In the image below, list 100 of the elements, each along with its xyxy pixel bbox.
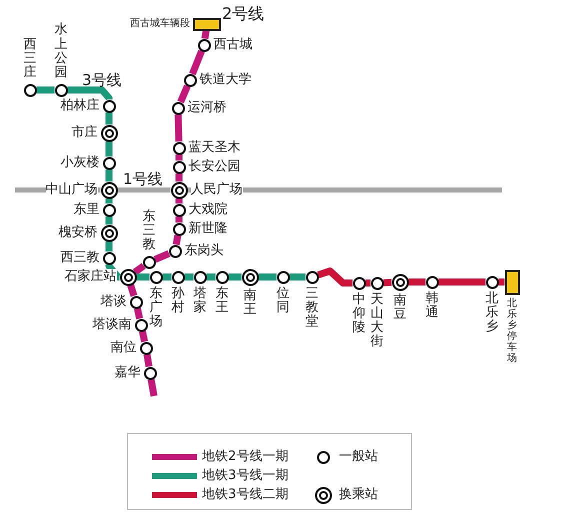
station-name: 蓝天圣木 (188, 140, 240, 155)
metro-line-segment (317, 268, 352, 286)
station-marker (102, 100, 116, 112)
depot-box (193, 18, 221, 30)
transfer-station-marker (100, 124, 118, 142)
legend-label: 地铁2号线一期 (202, 449, 288, 464)
station-marker (172, 222, 186, 236)
station-marker (168, 244, 182, 258)
metro-line-segment (118, 188, 170, 192)
metro-line-segment (106, 242, 112, 252)
transfer-station-marker (170, 182, 188, 198)
station-marker (194, 270, 206, 284)
station-name: 塔家 (194, 286, 206, 316)
station-name: 天山大街 (370, 292, 384, 350)
station-name: 北乐乡 (486, 292, 498, 334)
transfer-station-marker (120, 268, 136, 286)
station-marker (370, 276, 384, 290)
station-marker (184, 74, 196, 86)
transfer-station-marker (392, 274, 408, 290)
station-marker (352, 276, 366, 290)
station-name: 石家庄站 (64, 269, 116, 284)
metro-line-segment (174, 114, 182, 142)
station-marker (306, 270, 318, 284)
metro-line-segment (383, 278, 392, 286)
legend-label: 换乘站 (339, 487, 378, 502)
station-marker (134, 318, 148, 332)
metro-line-segment (177, 84, 191, 104)
station-name: 小灰楼 (60, 155, 100, 170)
metro-line-segment (106, 112, 112, 124)
transfer-station-marker (100, 182, 118, 198)
station-name: 东王 (216, 286, 228, 316)
station-marker (102, 252, 116, 264)
metro-line-segment (498, 278, 504, 286)
metro-line-segment (68, 86, 112, 102)
transfer-station-marker (242, 268, 258, 286)
station-marker (24, 84, 36, 96)
station-name: 柏林庄 (60, 98, 100, 113)
metro-line-segment (138, 330, 148, 342)
station-marker (102, 156, 116, 170)
station-name: 位同 (276, 286, 290, 316)
station-marker (172, 142, 186, 154)
metro-line-segment (36, 86, 54, 94)
metro-line-segment (176, 174, 182, 182)
station-name: 长安公园 (188, 159, 240, 174)
metro-line-segment (176, 216, 182, 222)
line-name: 2号线 (222, 5, 264, 23)
metro-line-segment (408, 278, 426, 286)
station-name: 东岗头 (184, 243, 224, 258)
station-name: 南王 (244, 288, 256, 318)
station-marker (276, 270, 290, 284)
metro-line-segment (206, 274, 216, 280)
station-name: 市庄 (72, 125, 98, 140)
station-marker (142, 256, 156, 268)
station-name: 南位 (110, 340, 136, 355)
station-marker (130, 296, 142, 308)
metro-line-segment (176, 154, 182, 160)
station-marker (172, 160, 186, 174)
station-marker (486, 276, 498, 288)
metro-line-segment (154, 250, 170, 263)
metro-line-segment (106, 198, 112, 204)
metro-line-segment (176, 198, 182, 204)
station-name: 大戏院 (188, 202, 228, 217)
metro-line-segment (172, 234, 182, 246)
metro-line-segment (258, 274, 276, 280)
station-name: 南豆 (394, 294, 406, 322)
metro-line-segment (106, 216, 112, 224)
line-name: 1号线 (123, 170, 163, 188)
metro-line-segment (162, 274, 172, 280)
metro-line-segment (106, 170, 112, 182)
depot-box (504, 270, 520, 294)
station-marker (144, 366, 156, 380)
line-name: 3号线 (82, 71, 122, 89)
metro-line-segment (438, 278, 486, 286)
metro-line-segment (127, 284, 138, 297)
metro-line-segment (132, 262, 146, 275)
station-marker (198, 38, 210, 52)
station-marker (216, 270, 228, 284)
metro-line-segment (189, 50, 205, 76)
station-name: 中山广场 (46, 182, 98, 197)
station-name: 人民广场 (190, 182, 242, 197)
station-name: 运河桥 (188, 100, 226, 115)
transfer-station-marker (100, 224, 118, 242)
metro-line-segment (290, 274, 306, 280)
station-name: 三教堂 (306, 286, 318, 330)
station-name: 韩通 (426, 292, 438, 320)
station-name: 铁道大学 (200, 72, 252, 87)
station-name: 东广场 (150, 286, 162, 330)
station-name: 西古城 (214, 37, 252, 52)
station-marker (172, 102, 184, 114)
metro-line-segment (106, 142, 112, 156)
station-name: 新世隆 (188, 221, 228, 236)
station-name: 西三庄 (24, 38, 36, 80)
legend-label: 一般站 (339, 449, 378, 464)
legend-label: 地铁3号线二期 (202, 487, 288, 502)
metro-line-segment (144, 354, 152, 368)
metro-line-segment (184, 274, 194, 280)
metro-line-segment (201, 30, 210, 40)
station-marker (140, 342, 152, 354)
station-name: 槐安桥 (58, 225, 98, 240)
station-name: 东三教 (142, 210, 156, 252)
